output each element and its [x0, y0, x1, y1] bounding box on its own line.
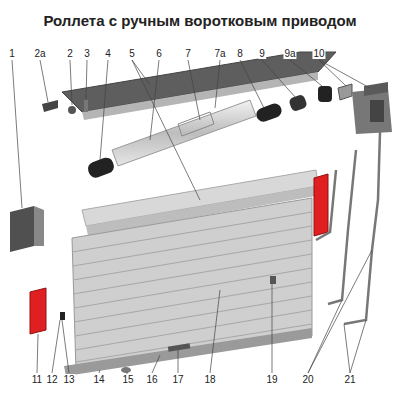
callout-number: 2	[66, 48, 74, 59]
callout-number: 16	[145, 374, 158, 385]
callout-number: 4	[104, 48, 112, 59]
callout-number: 8	[236, 48, 244, 59]
callout-number: 10	[312, 48, 325, 59]
callout-number: 1	[8, 48, 16, 59]
callout-number: 19	[265, 374, 278, 385]
callout-number: 6	[155, 48, 163, 59]
callout-number: 7а	[213, 48, 226, 59]
callout-number: 18	[203, 374, 216, 385]
callout-number: 5	[128, 48, 136, 59]
callout-number: 14	[92, 374, 105, 385]
callout-number: 7	[184, 48, 192, 59]
callout-number: 11	[31, 374, 43, 385]
callout-number: 12	[45, 374, 58, 385]
callout-number: 15	[121, 374, 134, 385]
callout-number: 2а	[33, 48, 46, 59]
callout-number: 21	[343, 374, 356, 385]
callout-number: 3	[83, 48, 91, 59]
callout-number: 20	[301, 374, 314, 385]
diagram-title: Роллета с ручным воротковым приводом	[43, 12, 356, 29]
callout-number: 9	[258, 48, 266, 59]
callout-number: 17	[171, 374, 184, 385]
callout-number: 13	[62, 374, 75, 385]
callout-number: 9а	[283, 48, 296, 59]
